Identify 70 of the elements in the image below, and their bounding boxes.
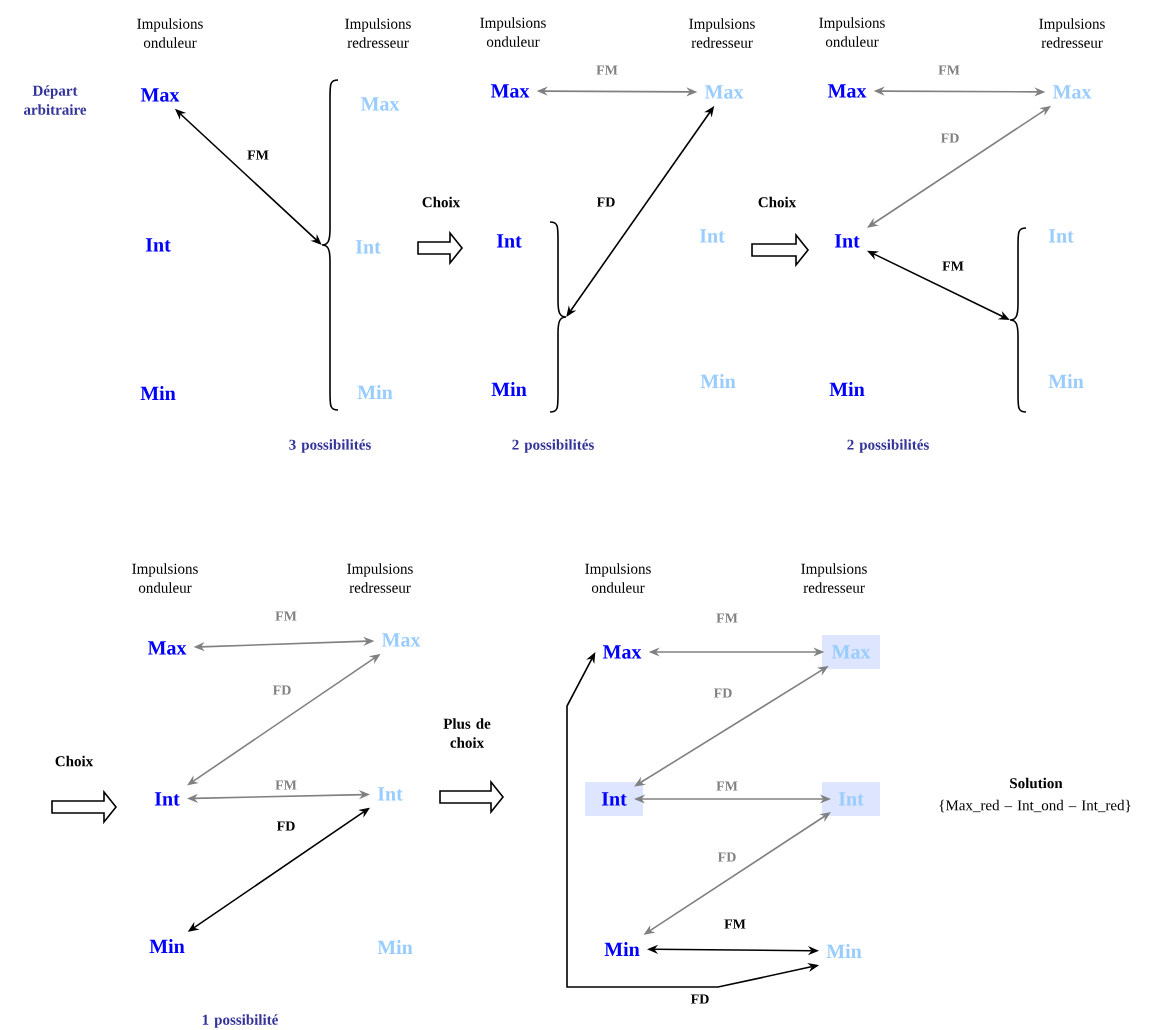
edge-label: FD [716, 851, 738, 863]
level-label: Max [827, 84, 867, 98]
note-text: 1 possibilité [202, 1014, 278, 1028]
column-heading: Impulsions redresseur [689, 18, 755, 48]
note-text: Départ arbitraire [23, 85, 87, 115]
level-label: Max [147, 641, 187, 655]
step-label: Plus de choix [443, 718, 491, 748]
level-label: Max [140, 88, 180, 102]
edge-label: FD [689, 993, 711, 1005]
level-label: Max [381, 633, 421, 647]
edge-label: FD [275, 820, 297, 832]
edge-label: FM [595, 64, 619, 76]
edge-label: FD [939, 132, 961, 144]
level-label: Max [360, 97, 400, 111]
level-label: Min [1048, 374, 1084, 388]
level-label: Int [834, 234, 860, 248]
step-label: Choix [758, 196, 797, 208]
edge-label: FM [246, 149, 270, 161]
curly-brace [549, 221, 567, 413]
solution-set: {Max_red – Int_ond – Int_red} [939, 799, 1131, 813]
edge-label: FM [723, 918, 747, 930]
level-label: Max [1052, 85, 1092, 99]
level-label: Min [604, 942, 640, 956]
level-label: Int [355, 240, 381, 254]
edge-label: FD [595, 196, 617, 208]
step-label: Choix [422, 196, 461, 208]
edge-label: FM [274, 779, 298, 791]
column-heading: Impulsions redresseur [347, 563, 413, 593]
level-label: Min [491, 382, 527, 396]
curly-brace [321, 79, 339, 411]
level-label: Min [357, 385, 393, 399]
note-text: 3 possibilités [289, 439, 371, 453]
note-text: 2 possibilités [847, 439, 929, 453]
column-heading: Impulsions redresseur [345, 18, 411, 48]
highlighted-level-label: Max [822, 635, 880, 669]
column-heading: Impulsions redresseur [801, 563, 867, 593]
level-label: Max [602, 645, 642, 659]
column-heading: Impulsions redresseur [1039, 18, 1105, 48]
level-label: Int [1048, 229, 1074, 243]
column-heading: Impulsions onduleur [137, 18, 203, 48]
edge-label: FD [271, 684, 293, 696]
level-label: Min [700, 374, 736, 388]
column-heading: Impulsions onduleur [480, 17, 546, 47]
level-label: Int [496, 234, 522, 248]
curly-brace [1009, 227, 1027, 413]
edge-label: FM [715, 780, 739, 792]
level-label: Max [704, 85, 744, 99]
level-label: Max [490, 84, 530, 98]
edge-label: FM [941, 260, 965, 272]
column-heading: Impulsions onduleur [819, 17, 885, 47]
level-label: Int [145, 238, 171, 252]
step-label: Solution [1010, 777, 1063, 789]
edge-label: FM [715, 612, 739, 624]
highlighted-level-label: Int [822, 782, 880, 816]
highlighted-level-label: Int [585, 782, 643, 816]
level-label: Min [826, 944, 862, 958]
edge-label: FM [937, 64, 961, 76]
edge-label: FM [274, 610, 298, 622]
level-label: Int [699, 229, 725, 243]
column-heading: Impulsions onduleur [132, 563, 198, 593]
level-label: Int [154, 792, 180, 806]
level-label: Min [829, 382, 865, 396]
level-label: Min [140, 386, 176, 400]
level-label: Min [377, 940, 413, 954]
level-label: Min [149, 939, 185, 953]
note-text: 2 possibilités [512, 439, 594, 453]
step-label: Choix [55, 755, 94, 767]
column-heading: Impulsions onduleur [585, 563, 651, 593]
level-label: Int [377, 787, 403, 801]
edge-label: FD [712, 687, 734, 699]
